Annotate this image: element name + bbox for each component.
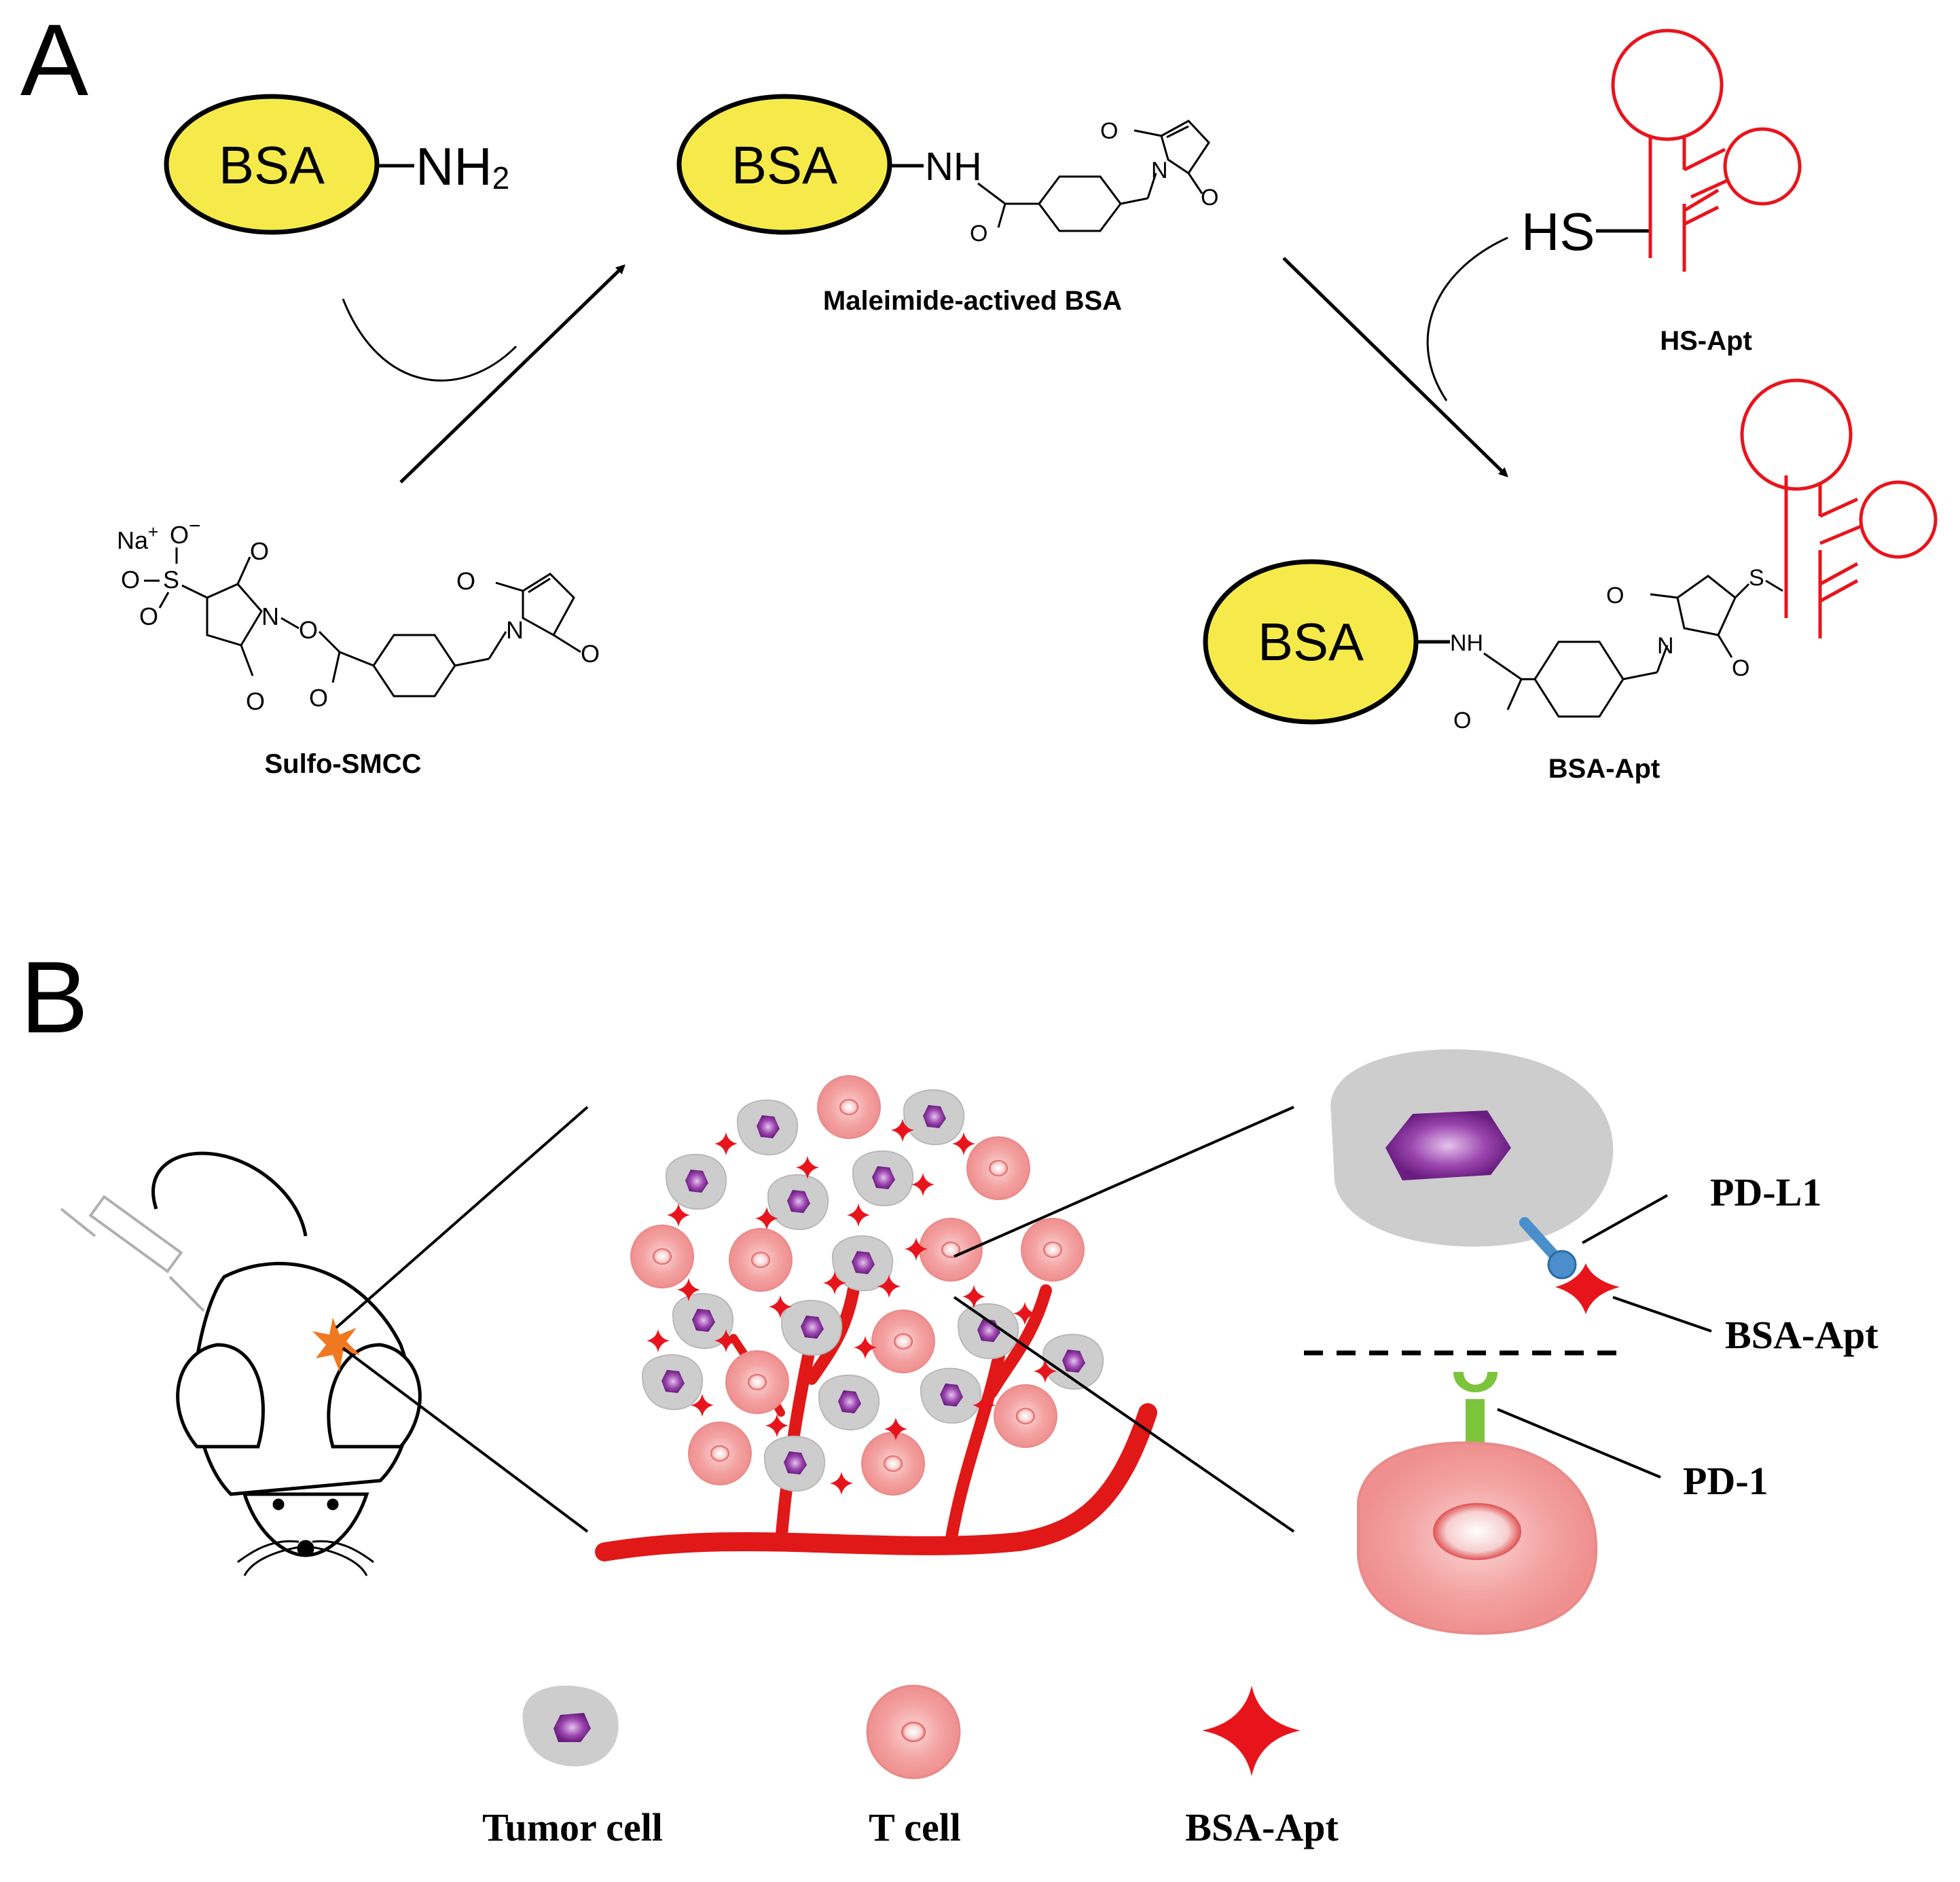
legend: Tumor cell T cell BSA-Apt <box>482 1684 1339 1849</box>
bsa-nh2-molecule: BSA NH2 <box>164 94 509 235</box>
tumor-microenvironment <box>595 1075 1157 1561</box>
t-cell-icon <box>866 1684 961 1779</box>
panel-b-letter: B <box>20 940 88 1054</box>
svg-text:N: N <box>261 602 279 630</box>
sulfo-smcc-structure: Na+ O− O S O O O N O O N O O <box>117 515 600 715</box>
svg-text:O: O <box>309 684 328 712</box>
arrow-to-bsa-apt <box>1282 257 1508 477</box>
syringe-icon <box>60 1195 205 1312</box>
label-pd-l1: PD-L1 <box>1710 1170 1821 1214</box>
bsa-apt-pointer <box>1612 1296 1712 1333</box>
svg-text:O: O <box>139 602 158 630</box>
svg-text:O: O <box>299 616 318 644</box>
svg-text:O: O <box>1732 655 1749 681</box>
svg-text:O: O <box>1201 185 1218 211</box>
bsa-label-1: BSA <box>219 135 325 195</box>
svg-text:O: O <box>1453 708 1471 734</box>
label-bsa-apt: BSA-Apt <box>1725 1313 1879 1357</box>
mouse-icon <box>151 1151 422 1576</box>
zoom-line-top <box>335 1106 589 1329</box>
detail-tumor-cell <box>1330 1049 1614 1247</box>
bsa-label-2: BSA <box>731 135 837 195</box>
injection-site-icon <box>312 1318 360 1372</box>
svg-text:O: O <box>970 221 987 247</box>
pd-1-pointer <box>1497 1408 1661 1479</box>
maleimide-bsa-molecule: BSA NH O N O O <box>676 94 1218 247</box>
zoom-line-right-top <box>954 1106 1294 1258</box>
label-pd-1: PD-1 <box>1683 1459 1768 1503</box>
pd-l1-pointer <box>1582 1194 1668 1244</box>
arrow-to-maleimide-bsa <box>399 264 625 484</box>
svg-text:Na+: Na+ <box>117 522 158 554</box>
svg-text:O: O <box>246 687 265 715</box>
curved-arrow-sulfo-smcc <box>342 298 518 382</box>
svg-text:O: O <box>250 537 269 565</box>
svg-text:N: N <box>1151 158 1168 183</box>
svg-text:O: O <box>1606 583 1624 609</box>
legend-bsa-apt-label: BSA-Apt <box>1185 1805 1339 1849</box>
nh-label-3: NH <box>1450 630 1483 656</box>
svg-text:N: N <box>1657 633 1674 659</box>
legend-tumor-cell-label: Tumor cell <box>482 1805 663 1849</box>
curved-arrow-hs-apt <box>1426 236 1508 401</box>
caption-maleimide-bsa: Maleimide-actived BSA <box>823 286 1122 316</box>
caption-bsa-apt: BSA-Apt <box>1548 754 1660 784</box>
hs-aptamer: HS <box>1521 29 1802 272</box>
pd-1-receptor <box>1453 1372 1498 1447</box>
nh2-label: NH2 <box>416 137 509 196</box>
svg-text:O: O <box>121 566 140 594</box>
svg-text:S: S <box>1749 565 1764 591</box>
bsa-apt-star-icon <box>1202 1686 1301 1776</box>
caption-hs-apt: HS-Apt <box>1660 326 1752 356</box>
pd-l1-receptor <box>1519 1217 1577 1280</box>
svg-text:S: S <box>163 566 179 594</box>
svg-text:O: O <box>456 567 475 595</box>
detail-t-cell <box>1357 1441 1598 1635</box>
hs-label: HS <box>1521 202 1595 261</box>
bsa-apt-conjugate: BSA NH O N O O S <box>1203 378 1938 734</box>
panel-a-letter: A <box>20 3 88 117</box>
legend-t-cell-label: T cell <box>869 1805 961 1849</box>
svg-text:O: O <box>1100 118 1118 144</box>
zoom-line-bottom <box>342 1347 589 1533</box>
svg-text:N: N <box>506 616 524 644</box>
caption-sulfo-smcc: Sulfo-SMCC <box>264 749 421 779</box>
bsa-label-3: BSA <box>1258 612 1364 672</box>
bsa-apt-bound-star <box>1555 1263 1620 1314</box>
tumor-cell-icon <box>522 1685 619 1767</box>
svg-text:O−: O− <box>170 515 201 549</box>
zoom-line-right-bottom <box>953 1296 1295 1533</box>
nh-label-2: NH <box>925 145 982 189</box>
svg-text:O: O <box>581 640 600 668</box>
